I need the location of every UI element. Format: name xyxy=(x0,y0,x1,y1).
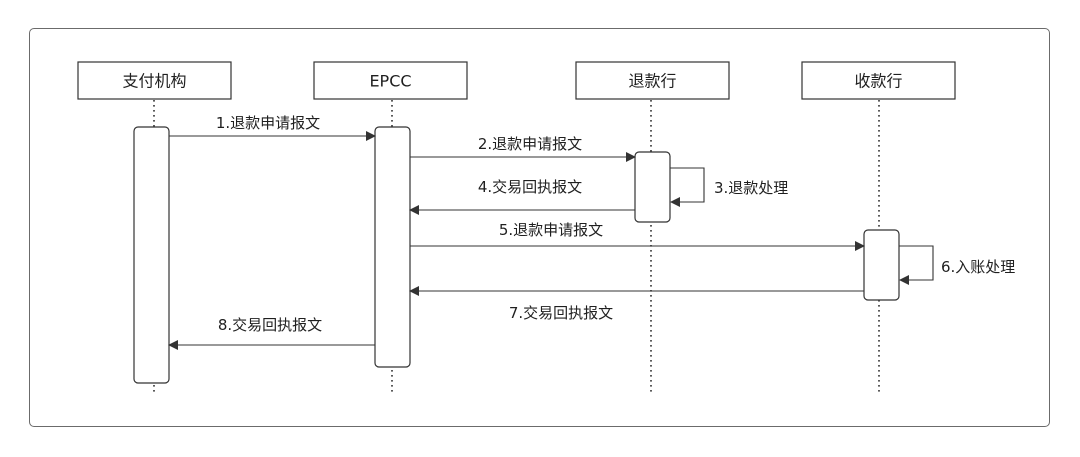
message-3-self-arrow xyxy=(670,167,705,207)
message-2-label: 2.退款申请报文 xyxy=(478,135,582,153)
message-4-label: 4.交易回执报文 xyxy=(478,178,582,196)
actor-label-receive: 收款行 xyxy=(854,72,902,91)
activation-refund xyxy=(634,151,671,223)
activation-epcc xyxy=(374,126,411,368)
message-3-label: 3.退款处理 xyxy=(714,179,788,197)
actor-box-refund xyxy=(575,61,730,100)
activation-pay xyxy=(133,126,170,384)
message-8-label: 8.交易回执报文 xyxy=(218,316,322,334)
activation-receive xyxy=(863,229,900,301)
message-5-label: 5.退款申请报文 xyxy=(499,221,603,239)
diagram-frame xyxy=(29,28,1050,427)
actor-label-epcc: EPCC xyxy=(369,72,411,91)
message-6-self-arrow xyxy=(899,245,934,285)
actor-label-pay: 支付机构 xyxy=(122,72,186,91)
actor-box-receive xyxy=(801,61,956,100)
actor-label-refund: 退款行 xyxy=(628,72,676,91)
actor-box-epcc xyxy=(313,61,468,100)
message-7-label: 7.交易回执报文 xyxy=(509,304,613,322)
message-1-label: 1.退款申请报文 xyxy=(216,114,320,132)
message-6-label: 6.入账处理 xyxy=(941,258,1015,276)
actor-box-pay xyxy=(77,61,232,100)
